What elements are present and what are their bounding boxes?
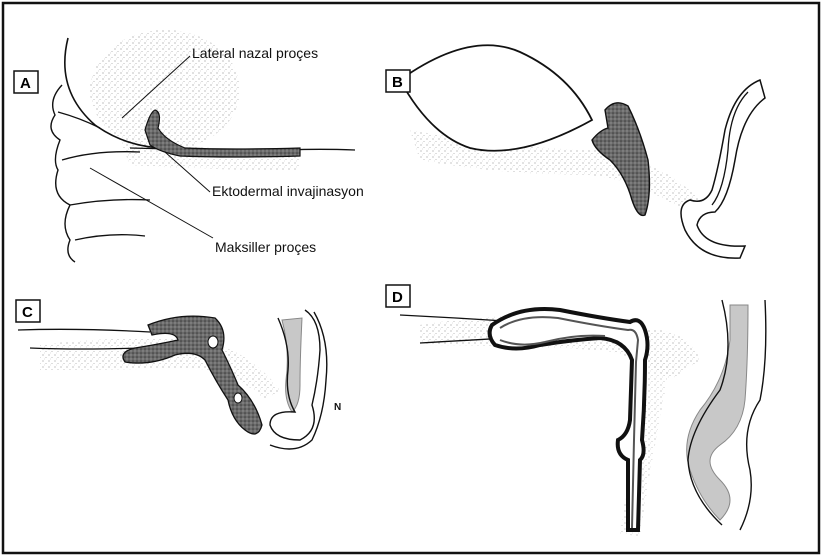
panel-a-letter: A (20, 75, 31, 92)
label-ectodermal-invagination: Ektodermal invajinasyon (212, 183, 364, 199)
panel-c-letter: C (22, 304, 33, 321)
panel-c-n-label: N (334, 402, 341, 413)
label-lateral-nasal-process: Lateral nazal proçes (192, 45, 318, 61)
panel-d-letter: D (392, 289, 403, 306)
label-maxillary-process: Maksiller proçes (215, 239, 316, 255)
panel-b-letter: B (392, 74, 403, 91)
